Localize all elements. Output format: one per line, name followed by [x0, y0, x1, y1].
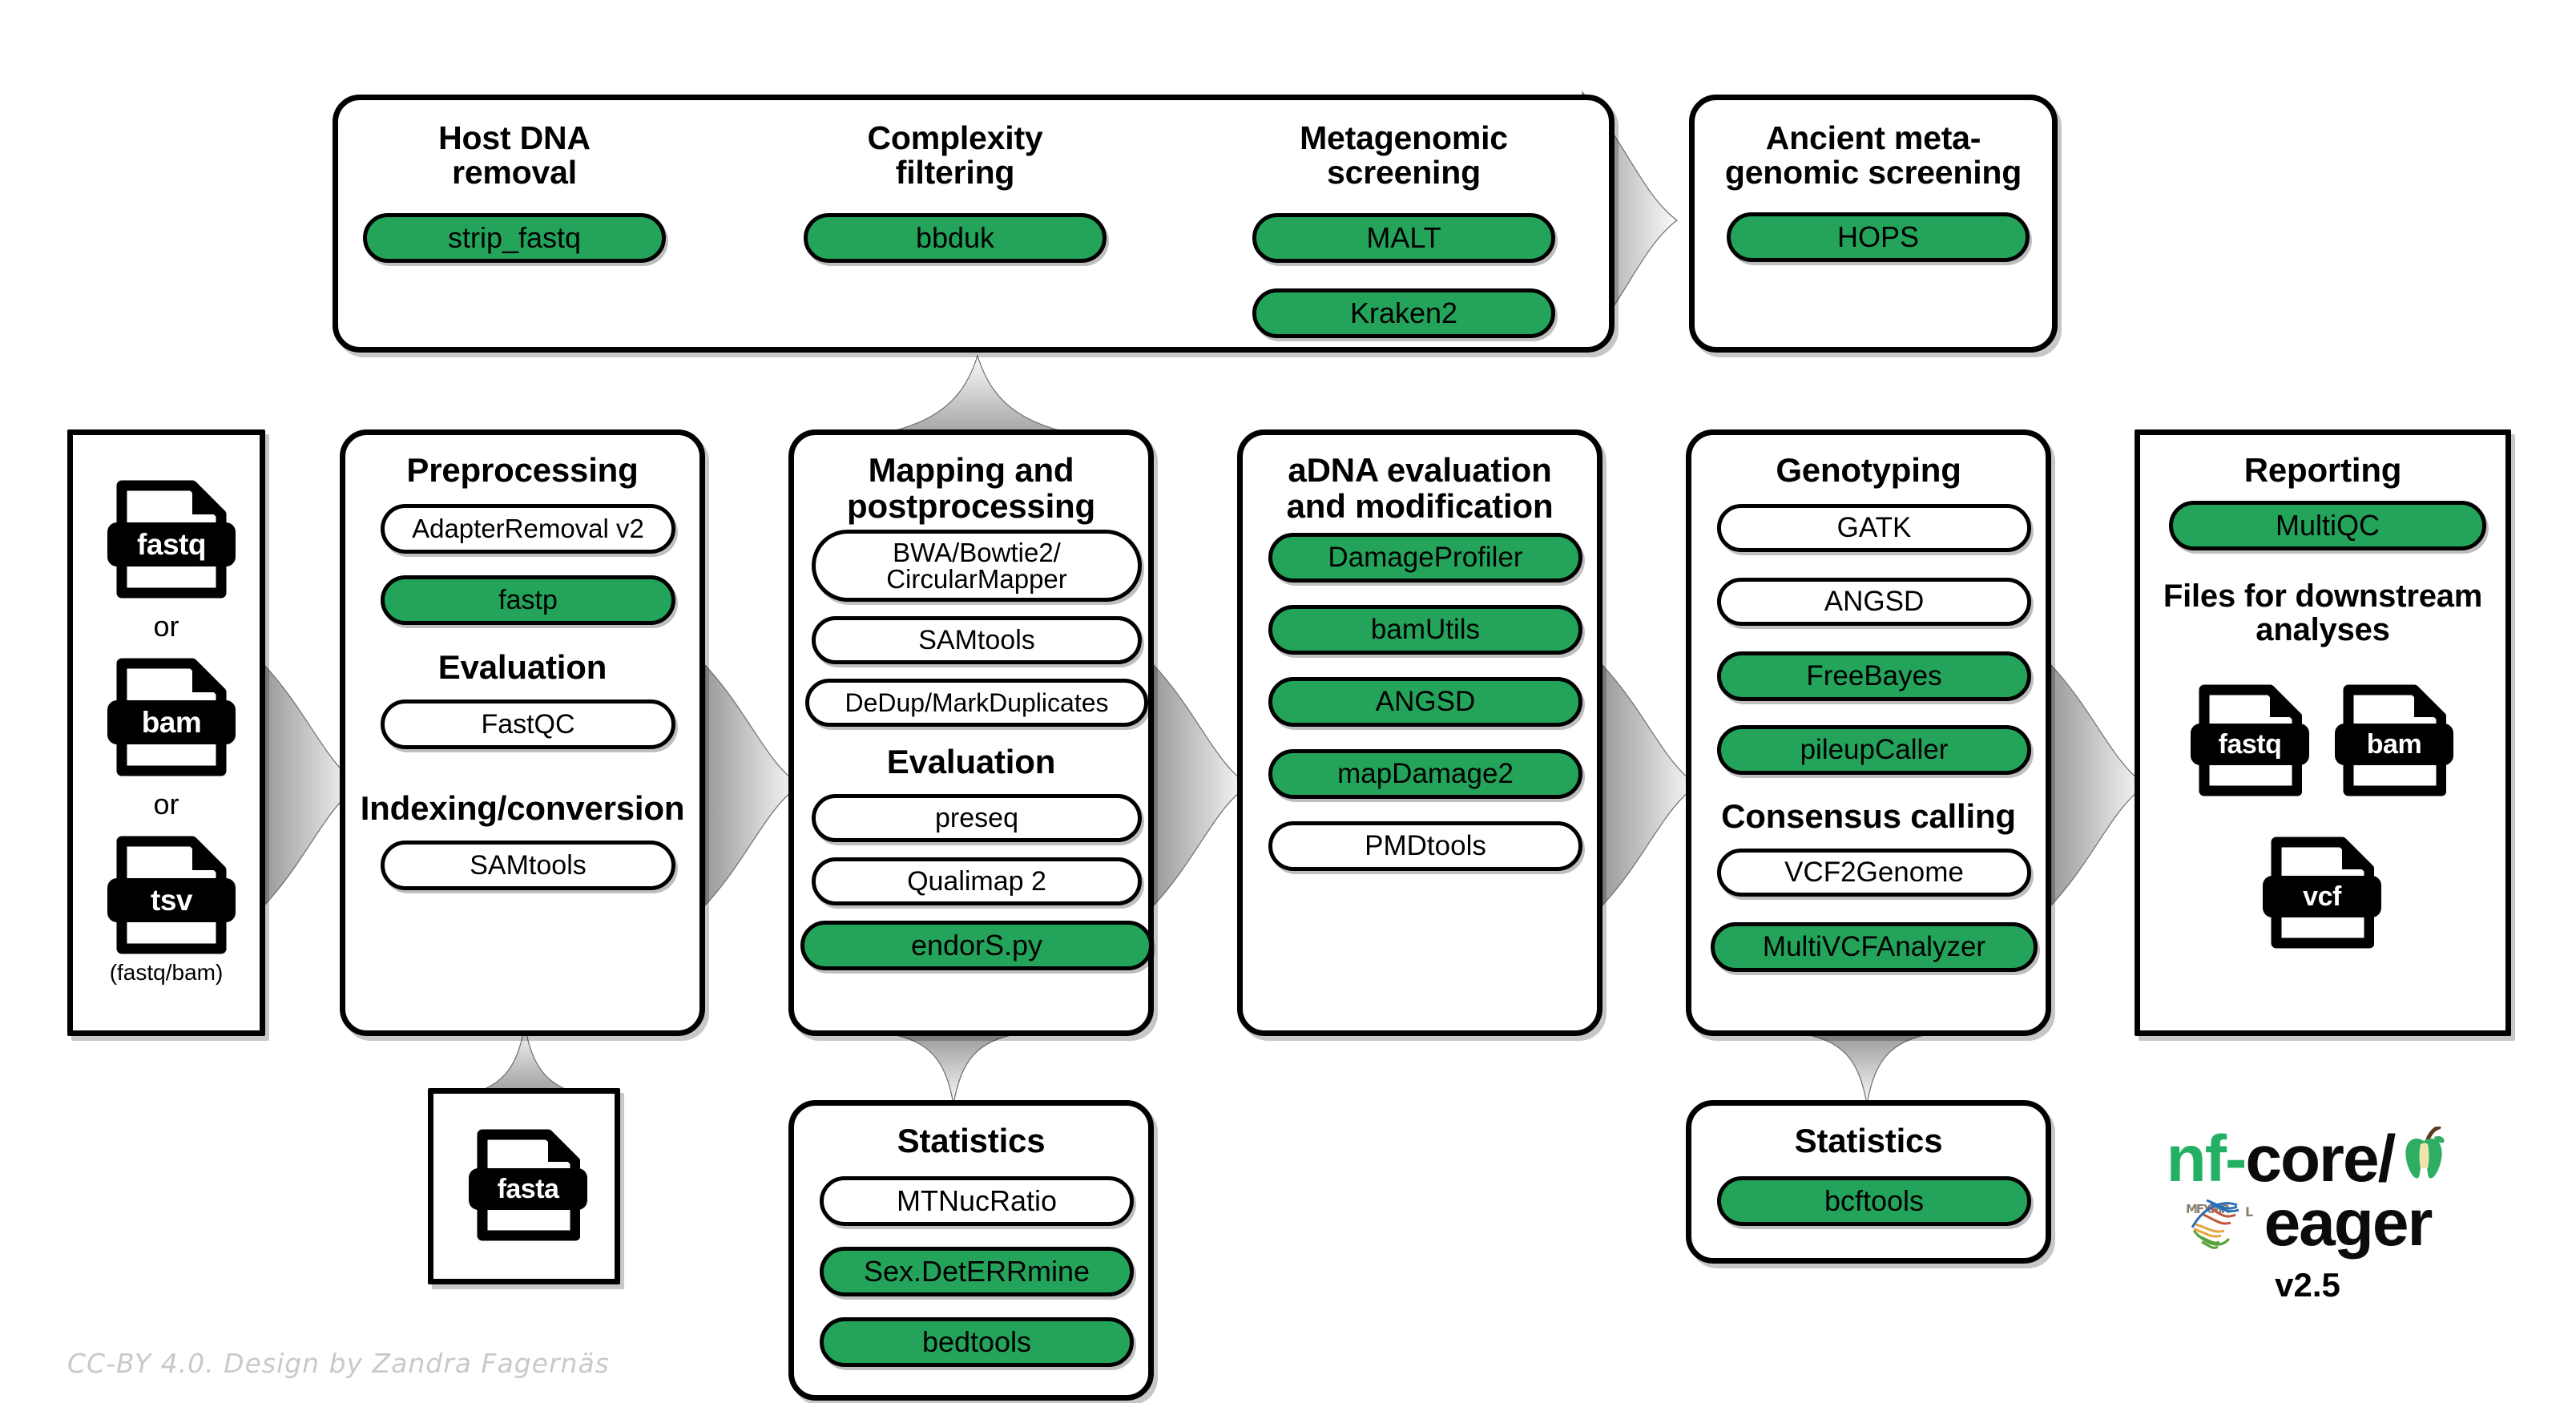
ancient-screening-title: Ancient meta- genomic screening: [1724, 119, 2022, 192]
dna-helix-icon: MFXMR L: [2184, 1192, 2261, 1255]
arrow-preprocessing-to-mapping: [704, 663, 801, 907]
stage-panel-reporting: Reporting MultiQC Files for downstream a…: [2135, 429, 2511, 1036]
screening-col-title-metagenomic: Metagenomic screening: [1300, 119, 1508, 192]
statistics-mapping-title: Statistics: [897, 1122, 1046, 1159]
screening-col-title-complexity: Complexity filtering: [867, 119, 1043, 192]
logo-line-2: MFXMR L eager: [2107, 1186, 2508, 1261]
logo-line-1: nf - core/: [2107, 1122, 2508, 1197]
tool-preseq[interactable]: preseq: [812, 794, 1142, 842]
stage-title-reporting: Reporting: [2243, 451, 2402, 489]
tool-bcftools[interactable]: bcftools: [1717, 1176, 2031, 1226]
tool-vcf2genome[interactable]: VCF2Genome: [1717, 849, 2031, 897]
tool-multivcfanalyzer[interactable]: MultiVCFAnalyzer: [1711, 922, 2038, 972]
stage-heading-indexing-conversion: Indexing/conversion: [360, 789, 685, 827]
arrow-mapping-to-statistics: [889, 1033, 1018, 1106]
tool-kraken2[interactable]: Kraken2: [1252, 288, 1555, 338]
tool-sex-deterrmine[interactable]: Sex.DetERRmine: [820, 1247, 1134, 1296]
arrow-mapping-to-adna: [1153, 663, 1250, 907]
credit-text: CC-BY 4.0. Design by Zandra Fagernäs: [67, 1348, 610, 1379]
tool-bamutils[interactable]: bamUtils: [1268, 605, 1582, 655]
file-tsv-icon: tsv: [107, 835, 236, 955]
tool-gatk[interactable]: GATK: [1717, 504, 2031, 552]
tool-endors-py[interactable]: endorS.py: [800, 921, 1153, 970]
stage-title-mapping: Mapping and postprocessing: [847, 451, 1095, 525]
reference-fasta-panel: fasta: [428, 1088, 620, 1284]
stage-panel-preprocessing: Preprocessing AdapterRemoval v2 fastp Ev…: [340, 429, 705, 1036]
nf-core-eager-logo: nf - core/ MFXMR L: [2107, 1122, 2508, 1304]
statistics-panel-mapping: Statistics MTNucRatio Sex.DetERRmine bed…: [788, 1100, 1154, 1401]
stage-panel-mapping: Mapping and postprocessing BWA/Bowtie2/ …: [788, 429, 1154, 1036]
file-fasta-label: fasta: [468, 1168, 588, 1210]
file-fastq-icon: fastq: [107, 479, 236, 599]
stage-title-preprocessing: Preprocessing: [406, 451, 639, 489]
input-files-panel: fastq or bam or tsv (fastq/bam): [67, 429, 265, 1036]
statistics-genotyping-title: Statistics: [1794, 1122, 1943, 1159]
file-fastq-icon-output: fastq: [2190, 683, 2310, 797]
file-bam-icon: bam: [107, 657, 236, 777]
tool-qualimap-2[interactable]: Qualimap 2: [812, 857, 1142, 905]
file-fasta-icon: fasta: [468, 1128, 588, 1242]
stage-heading-consensus-calling: Consensus calling: [1721, 797, 2016, 835]
tool-mapdamage2[interactable]: mapDamage2: [1268, 749, 1582, 799]
arrow-genotyping-to-statistics: [1802, 1033, 1932, 1106]
tool-freebayes[interactable]: FreeBayes: [1717, 651, 2031, 701]
screening-group-panel: Host DNA removal strip_fastq Complexity …: [333, 95, 1615, 353]
stage-panel-genotyping: Genotyping GATK ANGSD FreeBayes pileupCa…: [1686, 429, 2051, 1036]
tool-malt[interactable]: MALT: [1252, 212, 1555, 263]
logo-eager-text: eager: [2264, 1187, 2433, 1260]
tool-pmdtools[interactable]: PMDtools: [1268, 821, 1582, 871]
tool-angsd-adna[interactable]: ANGSD: [1268, 677, 1582, 727]
stage-panel-adna: aDNA evaluation and modification DamageP…: [1237, 429, 1602, 1036]
tool-fastqc[interactable]: FastQC: [381, 699, 675, 749]
tool-adapterremoval-v2[interactable]: AdapterRemoval v2: [381, 504, 675, 554]
file-tsv-label: tsv: [107, 878, 236, 922]
apple-core-icon: [2399, 1125, 2449, 1192]
screening-col-title-host-dna: Host DNA removal: [438, 119, 591, 192]
tool-samtools-preprocessing[interactable]: SAMtools: [381, 841, 675, 890]
logo-nf-text: nf: [2166, 1123, 2227, 1195]
ancient-screening-panel: Ancient meta- genomic screening HOPS: [1689, 95, 2058, 353]
tool-bedtools[interactable]: bedtools: [820, 1317, 1134, 1367]
statistics-panel-genotyping: Statistics bcftools: [1686, 1100, 2051, 1264]
tool-angsd-genotyping[interactable]: ANGSD: [1717, 578, 2031, 626]
file-vcf-output-label: vcf: [2262, 876, 2382, 917]
tool-bwa-bowtie2-circularmapper[interactable]: BWA/Bowtie2/ CircularMapper: [812, 530, 1142, 602]
tool-pileupcaller[interactable]: pileupCaller: [1717, 725, 2031, 775]
stage-title-adna: aDNA evaluation and modification: [1286, 451, 1554, 525]
tool-multiqc[interactable]: MultiQC: [2169, 501, 2486, 550]
stage-heading-evaluation-mapping: Evaluation: [886, 743, 1056, 780]
tool-damageprofiler[interactable]: DamageProfiler: [1268, 533, 1582, 583]
reporting-heading-downstream-files: Files for downstream analyses: [2163, 579, 2483, 648]
file-bam-output-label: bam: [2334, 724, 2454, 765]
file-bam-label: bam: [107, 700, 236, 744]
logo-version: v2.5: [2275, 1266, 2340, 1304]
input-or-2: or: [153, 788, 179, 820]
arrow-adna-to-genotyping: [1602, 663, 1699, 907]
file-vcf-icon-output: vcf: [2262, 836, 2382, 949]
logo-dash: -: [2225, 1123, 2247, 1195]
tool-hops[interactable]: HOPS: [1727, 212, 2030, 262]
tool-dedup-markduplicates[interactable]: DeDup/MarkDuplicates: [805, 679, 1148, 727]
tool-mtnucratio[interactable]: MTNucRatio: [820, 1176, 1134, 1226]
stage-title-genotyping: Genotyping: [1776, 451, 1961, 489]
input-caption: (fastq/bam): [109, 960, 224, 985]
tool-fastp[interactable]: fastp: [381, 575, 675, 625]
file-fastq-output-label: fastq: [2190, 724, 2310, 765]
file-fastq-label: fastq: [107, 522, 236, 566]
tool-strip-fastq[interactable]: strip_fastq: [363, 212, 666, 263]
tool-samtools-mapping[interactable]: SAMtools: [812, 616, 1142, 664]
tool-bbduk[interactable]: bbduk: [804, 212, 1107, 263]
svg-text:L: L: [2245, 1204, 2253, 1220]
stage-heading-evaluation-preprocessing: Evaluation: [437, 648, 607, 686]
logo-core-text: core/: [2245, 1123, 2396, 1195]
file-bam-icon-output: bam: [2334, 683, 2454, 797]
arrow-genotyping-to-reporting: [2050, 663, 2147, 907]
input-or-1: or: [153, 610, 179, 643]
